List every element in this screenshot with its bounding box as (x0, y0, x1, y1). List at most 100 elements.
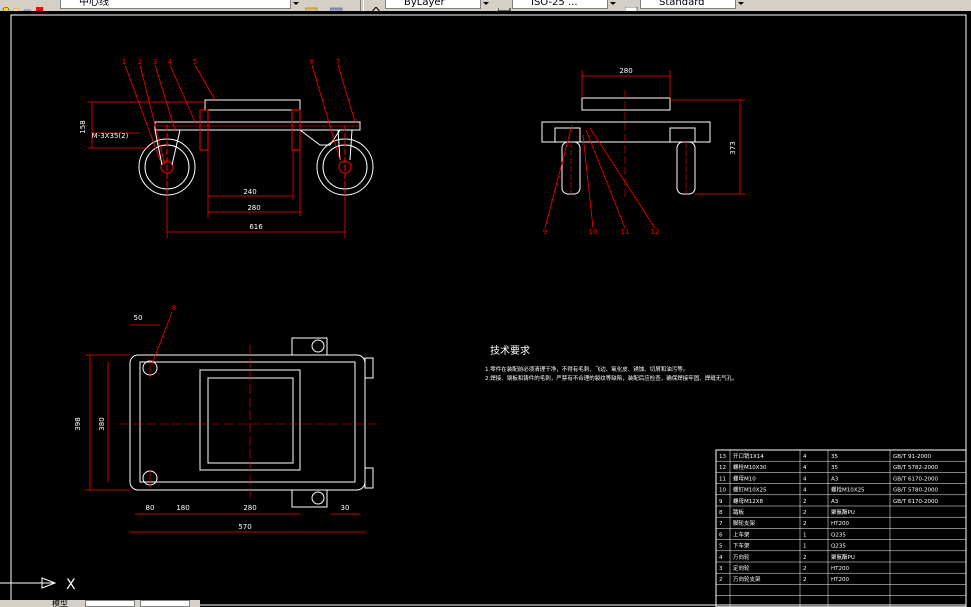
dim-616: 616 (249, 223, 263, 231)
bom-cell-mat: HT200 (831, 521, 849, 527)
bom-cell-name: 定向轮 (733, 564, 750, 572)
bom-cell-mat: HT200 (831, 566, 849, 572)
tab-layout1[interactable] (85, 600, 135, 607)
top-dim-380: 380 (98, 417, 106, 430)
bom-cell-mat: A3 (831, 499, 839, 505)
dim-240: 240 (243, 188, 256, 196)
bom-cell-no: 5 (719, 544, 723, 550)
bom-cell-name: 开口销1X14 (733, 452, 764, 460)
tablestyle-dropdown[interactable]: Standard (640, 0, 745, 9)
bom-cell-no: 12 (719, 465, 726, 471)
leader-8: 8 (172, 304, 176, 312)
bom-cell-no: 4 (719, 555, 723, 561)
top-dim-80: 80 (146, 504, 155, 512)
dim-158: 158 (79, 120, 87, 133)
technical-requirements: 技术要求 1.零件在装配前必须清理干净，不得有毛刺、飞边、氧化皮、锈蚀、切屑和油… (485, 344, 738, 382)
top-view (120, 337, 380, 508)
bom-cell-mat: 螺栓M10X25 (831, 486, 865, 494)
front-dim-280: 280 (619, 67, 632, 75)
bom-cell-no: 13 (719, 454, 726, 460)
leader-2: 2 (138, 58, 142, 66)
sun-icon[interactable] (12, 0, 21, 11)
table-style-icon[interactable] (624, 0, 638, 11)
top-dim-570: 570 (238, 523, 251, 531)
top-dim-180: 180 (176, 504, 189, 512)
side-view (138, 99, 374, 200)
linetype-dropdown-arrow[interactable] (480, 0, 491, 9)
drawing-canvas[interactable]: 240 280 616 158 M-3X35(2) 1 2 3 4 5 6 7 (0, 11, 971, 607)
bom-cell-no: 8 (719, 510, 723, 516)
leader-3: 3 (153, 58, 157, 66)
dimstyle-value: ISO-25 ... (531, 0, 578, 8)
bom-cell-no: 11 (719, 476, 726, 482)
bom-cell-mat: Q235 (831, 544, 846, 550)
bom-cell-qty: 2 (803, 577, 807, 583)
bom-cell-std: GB/T 5782-2000 (893, 465, 938, 471)
top-dim-398: 398 (74, 417, 82, 430)
tablestyle-value: Standard (659, 0, 705, 8)
top-dim-50: 50 (134, 314, 143, 322)
bom-cell-mat: 35 (831, 465, 838, 471)
ucs-x-label: X (66, 577, 76, 593)
leader-5: 5 (193, 58, 197, 66)
layer-dropdown[interactable]: 中心线 (60, 0, 300, 9)
dimension-style-icon[interactable] (497, 0, 511, 11)
bom-cell-mat: A3 (831, 476, 839, 482)
ucs-icon (0, 577, 57, 589)
bom-cell-name: 脚轮支架 (733, 519, 756, 527)
layer-value: 中心线 (79, 0, 109, 8)
leader-9: 9 (543, 228, 547, 236)
bom-cell-no: 9 (719, 499, 723, 505)
top-view-dim-text: 50 398 380 80 180 280 30 570 8 (74, 304, 349, 531)
lock-icon[interactable] (23, 0, 32, 11)
bom-cell-name: 上车架 (733, 530, 750, 538)
dim-280: 280 (247, 204, 260, 212)
tab-layout2[interactable] (140, 600, 190, 607)
bom-cell-std: GB/T 6170-2000 (893, 476, 938, 482)
layer-manager-icon[interactable] (304, 0, 318, 11)
layer-stack-icon[interactable] (329, 0, 343, 11)
side-view-leader-labels: 1 2 3 4 5 6 7 (122, 58, 340, 66)
leader-10: 10 (589, 228, 598, 236)
color-swatch-icon[interactable] (35, 0, 44, 11)
text-style-icon[interactable] (370, 0, 381, 11)
bom-cell-name: 踏板 (733, 508, 745, 516)
tech-line-2: 2.焊接、钢板和铸件的毛刺，严禁有不合理的裂纹等缺陷，装配后应检查，确保焊接牢固… (485, 374, 738, 382)
properties-toolbar: 中心线 ByLayer ISO-25 ... Standard (0, 0, 971, 12)
linetype-value: ByLayer (404, 0, 445, 8)
bom-cell-name: 螺钉M10X25 (733, 486, 767, 494)
bom-cell-name: 万向轮 (733, 553, 750, 561)
bom-cell-qty: 2 (803, 510, 807, 516)
bom-cell-qty: 4 (803, 488, 807, 494)
layer-dropdown-arrow[interactable] (290, 0, 301, 9)
bom-cell-qty: 1 (803, 532, 807, 538)
dim-note: M-3X35(2) (92, 132, 129, 140)
dimstyle-dropdown-arrow[interactable] (607, 0, 618, 9)
side-view-leaders (124, 64, 356, 166)
bom-cell-qty: 2 (803, 566, 807, 572)
front-view-dim-text: 280 373 9 10 11 12 (543, 67, 737, 236)
side-view-dimensions (88, 101, 346, 238)
leader-12: 12 (651, 228, 660, 236)
tech-title: 技术要求 (490, 344, 530, 357)
bom-cell-qty: 4 (803, 476, 807, 482)
bom-cell-no: 6 (719, 532, 723, 538)
lightbulb-icon[interactable] (2, 0, 11, 11)
dimstyle-dropdown[interactable]: ISO-25 ... (512, 0, 617, 9)
layout-tabs: 模型 (0, 600, 200, 607)
bom-cell-name: 下车架 (733, 542, 750, 550)
tab-model[interactable]: 模型 (52, 600, 68, 607)
bom-cell-qty: 4 (803, 454, 807, 460)
tablestyle-dropdown-arrow[interactable] (735, 0, 746, 9)
front-view (541, 90, 711, 200)
drawing-border (10, 14, 967, 606)
bom-cell-mat: 聚氨酯PU (831, 508, 855, 516)
bom-cell-std: GB/T 5780-2000 (893, 488, 938, 494)
bom-cell-qty: 2 (803, 521, 807, 527)
bom-cell-mat: Q235 (831, 532, 846, 538)
leader-11: 11 (621, 228, 630, 236)
leader-7: 7 (336, 58, 340, 66)
front-dim-373: 373 (729, 141, 737, 154)
linetype-dropdown[interactable]: ByLayer (385, 0, 490, 9)
